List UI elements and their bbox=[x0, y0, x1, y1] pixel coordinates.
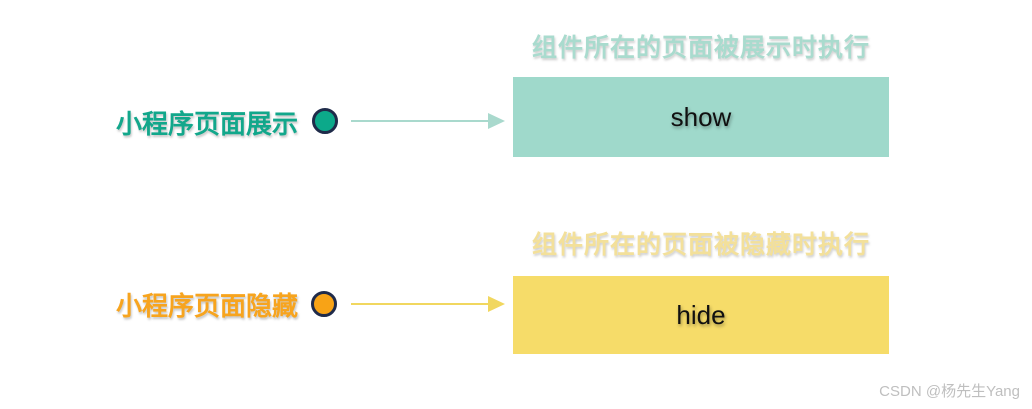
label-miniprogram-page-hide: 小程序页面隐藏 bbox=[116, 291, 299, 321]
lifecycle-box-show: show bbox=[513, 77, 889, 157]
lifecycle-box-hide-text: hide bbox=[676, 299, 726, 330]
dot-icon-hide bbox=[311, 291, 337, 317]
lifecycle-box-hide: hide bbox=[513, 276, 889, 354]
caption-page-hidden: 组件所在的页面被隐藏时执行 bbox=[531, 231, 870, 259]
label-miniprogram-page-show: 小程序页面展示 bbox=[116, 109, 299, 139]
dot-icon-show bbox=[312, 108, 338, 134]
arrow-head-icon-show bbox=[488, 113, 505, 129]
arrow-head-icon-hide bbox=[488, 296, 505, 312]
lifecycle-box-show-text: show bbox=[670, 101, 732, 132]
caption-page-shown: 组件所在的页面被展示时执行 bbox=[531, 34, 870, 62]
arrow-line-show bbox=[351, 120, 489, 122]
watermark: CSDN @杨先生Yang bbox=[879, 383, 1020, 400]
arrow-line-hide bbox=[351, 303, 489, 305]
